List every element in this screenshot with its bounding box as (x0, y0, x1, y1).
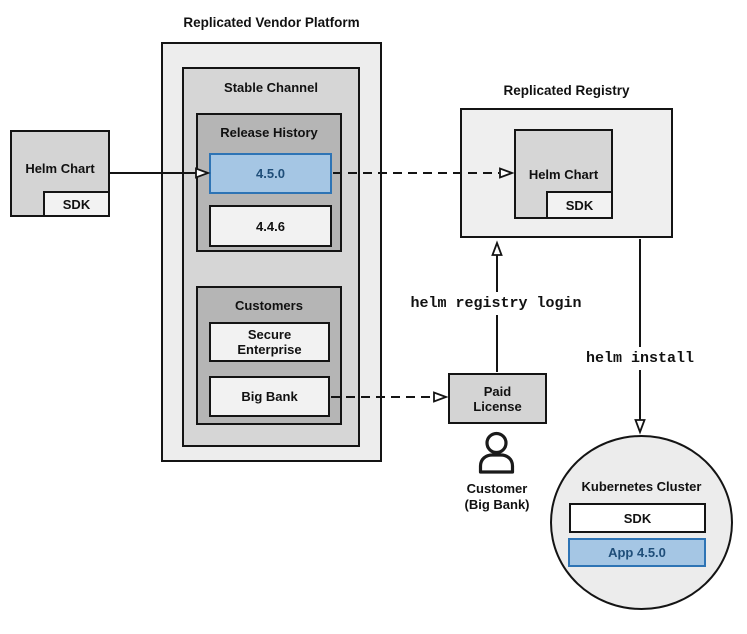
registry-helm-chart-label: Helm Chart (528, 166, 599, 182)
command-helm-install: helm install (540, 347, 740, 370)
paid-license-box: Paid License (448, 373, 547, 424)
source-sdk-label: SDK (62, 196, 91, 212)
cluster-sdk-box: SDK (569, 503, 706, 533)
source-helm-chart-box: Helm Chart SDK (10, 130, 110, 217)
paid-license-label: Paid License (473, 383, 522, 414)
customer-label-line2: (Big Bank) (464, 497, 530, 512)
kubernetes-cluster-title: Kubernetes Cluster (581, 479, 702, 494)
source-helm-chart-label: Helm Chart (25, 161, 95, 176)
customer-label: Customer (Big Bank) (437, 481, 557, 513)
release-4-5-0-box: 4.5.0 (209, 153, 332, 194)
registry-sdk-box: SDK (546, 191, 613, 219)
registry-sdk-label: SDK (565, 197, 594, 213)
customer-secure-enterprise-label: Secure Enterprise (237, 327, 302, 357)
person-icon (478, 431, 515, 474)
release-4-4-6-label: 4.4.6 (256, 218, 285, 234)
release-history-title: Release History (220, 125, 318, 140)
customer-big-bank-label: Big Bank (241, 389, 298, 404)
stable-channel-title: Stable Channel (224, 80, 318, 95)
customer-secure-enterprise-box: Secure Enterprise (209, 322, 330, 362)
cluster-sdk-label: SDK (623, 510, 652, 526)
customer-label-line1: Customer (466, 481, 528, 496)
customer-big-bank-box: Big Bank (209, 376, 330, 417)
command-helm-registry-login: helm registry login (376, 292, 616, 315)
registry-title: Replicated Registry (503, 83, 630, 98)
source-sdk-box: SDK (43, 191, 110, 217)
registry-helm-chart-box: Helm Chart SDK (514, 129, 613, 219)
cluster-app-label: App 4.5.0 (608, 545, 666, 560)
release-4-4-6-box: 4.4.6 (209, 205, 332, 247)
cluster-app-box: App 4.5.0 (568, 538, 706, 567)
vendor-platform-title: Replicated Vendor Platform (183, 15, 360, 30)
arrow-registry-to-cluster (634, 239, 646, 435)
customers-title: Customers (235, 298, 303, 313)
release-4-5-0-label: 4.5.0 (256, 166, 285, 181)
